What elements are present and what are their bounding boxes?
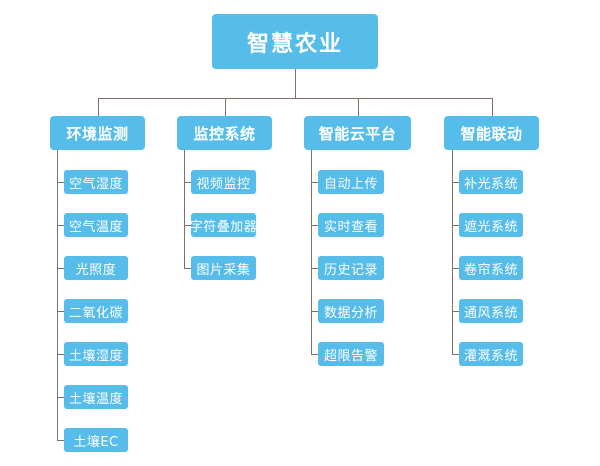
- category-node: 智能云平台: [304, 116, 411, 150]
- leaf-connector: [184, 182, 191, 184]
- leaf-connector: [57, 268, 64, 270]
- leaf-node: 卷帘系统: [459, 256, 523, 280]
- leaf-connector: [57, 397, 64, 399]
- root-connector: [295, 69, 297, 98]
- category-connector: [97, 98, 99, 116]
- leaf-connector: [311, 354, 318, 356]
- category-node: 智能联动: [444, 116, 539, 150]
- category-node: 环境监测: [50, 116, 145, 150]
- branch-spine: [311, 150, 313, 354]
- leaf-connector: [452, 182, 459, 184]
- leaf-node: 超限告警: [318, 342, 384, 366]
- leaf-connector: [57, 354, 64, 356]
- leaf-node: 数据分析: [318, 299, 384, 323]
- leaf-connector: [184, 268, 191, 270]
- leaf-node: 自动上传: [318, 170, 384, 194]
- leaf-node: 空气温度: [64, 213, 128, 237]
- leaf-node: 视频监控: [191, 170, 256, 194]
- branch-spine: [452, 150, 454, 354]
- leaf-connector: [452, 354, 459, 356]
- leaf-node: 通风系统: [459, 299, 523, 323]
- leaf-connector: [184, 225, 191, 227]
- leaf-node: 土壤温度: [64, 385, 128, 409]
- leaf-connector: [311, 311, 318, 313]
- leaf-node: 土壤湿度: [64, 342, 128, 366]
- category-connector: [357, 98, 359, 116]
- leaf-connector: [57, 440, 64, 442]
- leaf-connector: [311, 268, 318, 270]
- leaf-node: 历史记录: [318, 256, 384, 280]
- leaf-node: 图片采集: [191, 256, 256, 280]
- leaf-node: 二氧化碳: [64, 299, 128, 323]
- leaf-connector: [57, 225, 64, 227]
- leaf-connector: [311, 182, 318, 184]
- leaf-node: 字符叠加器: [190, 213, 257, 237]
- leaf-connector: [452, 311, 459, 313]
- leaf-connector: [311, 225, 318, 227]
- category-connector: [224, 98, 226, 116]
- leaf-node: 实时查看: [318, 213, 384, 237]
- category-connector: [491, 98, 493, 116]
- root-node: 智慧农业: [212, 14, 378, 69]
- leaf-connector: [452, 225, 459, 227]
- leaf-connector: [57, 311, 64, 313]
- leaf-node: 光照度: [64, 256, 128, 280]
- branch-spine: [184, 150, 186, 268]
- leaf-node: 空气湿度: [64, 170, 128, 194]
- horizontal-bus: [97, 98, 493, 100]
- leaf-node: 遮光系统: [459, 213, 523, 237]
- category-node: 监控系统: [177, 116, 272, 150]
- leaf-connector: [452, 268, 459, 270]
- branch-spine: [57, 150, 59, 440]
- leaf-node: 灌溉系统: [459, 342, 523, 366]
- leaf-connector: [57, 182, 64, 184]
- leaf-node: 土壤EC: [64, 428, 128, 452]
- leaf-node: 补光系统: [459, 170, 523, 194]
